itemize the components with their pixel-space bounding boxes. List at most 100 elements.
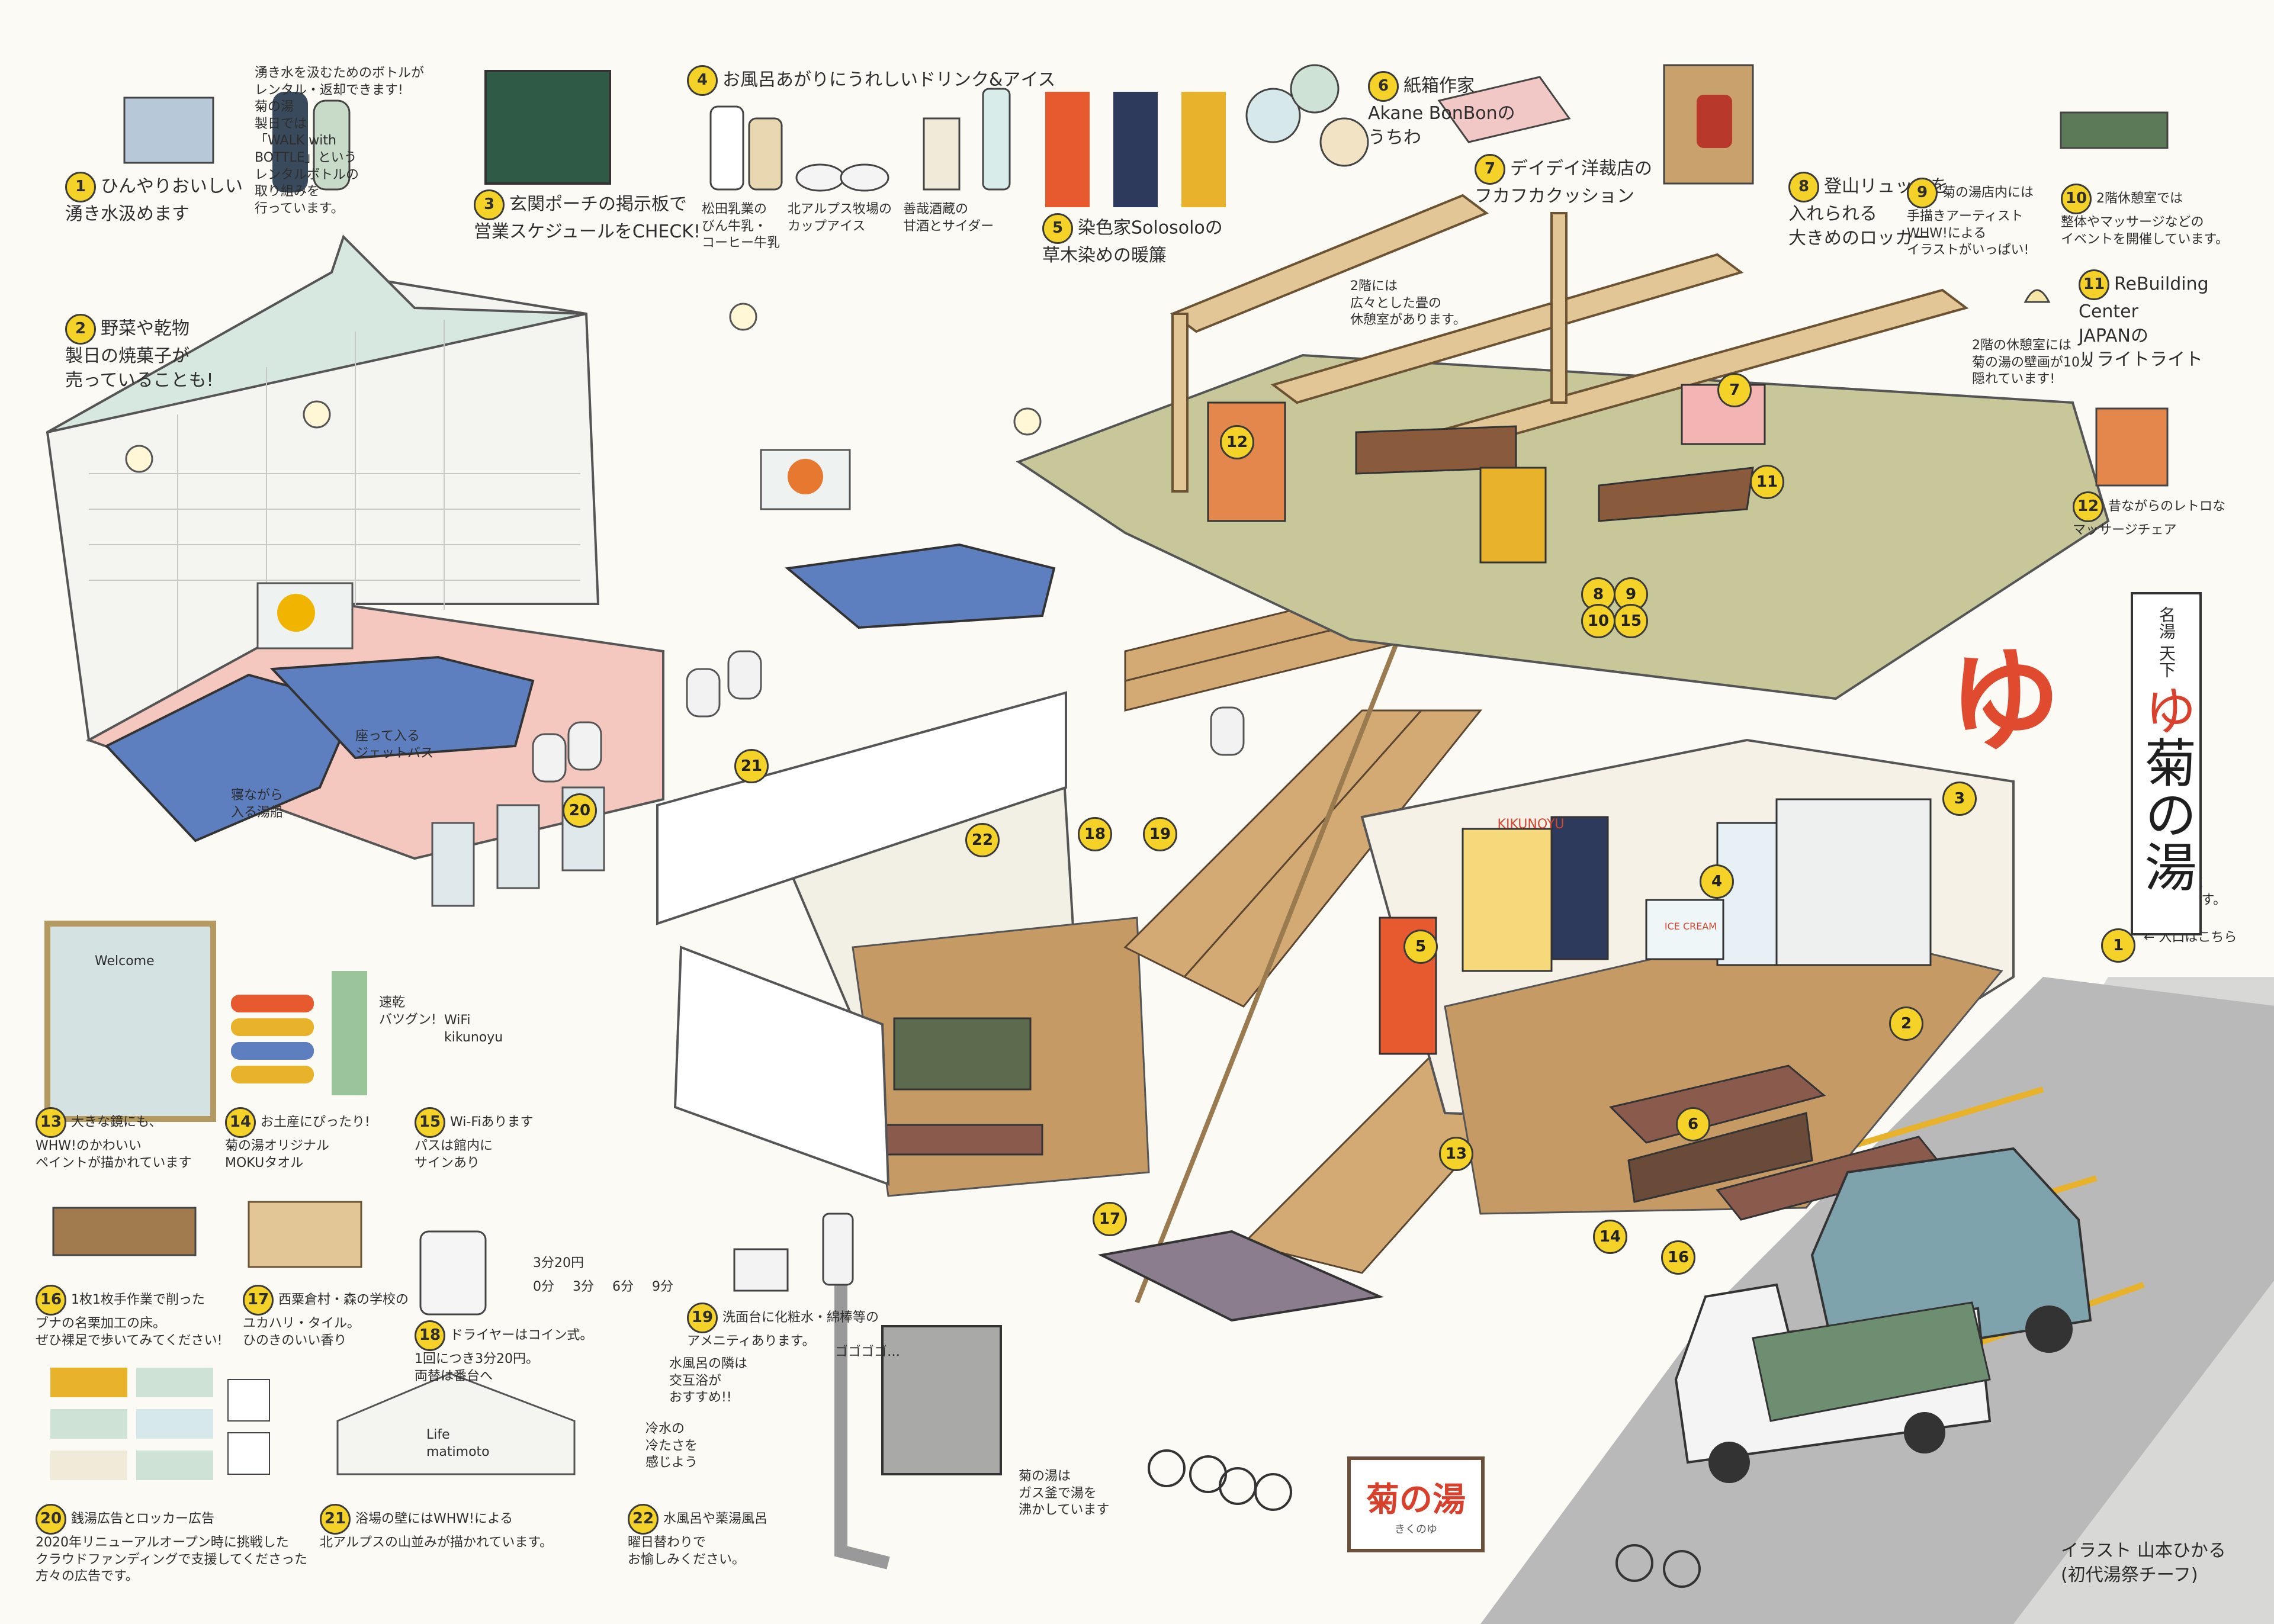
parking-line xyxy=(1823,1086,2044,1157)
note-text: 湧き水を汲むためのボトルが レンタル・返却できます! 菊の湯 製日では 「WAL… xyxy=(255,66,425,216)
note-text: 紙箱作家 Akane BonBonの うちわ xyxy=(1368,75,1515,148)
marker-5: 5 xyxy=(1403,930,1438,964)
note-number-badge: 18 xyxy=(415,1320,445,1351)
jet-bath-label: 座って入る ジェットバス xyxy=(355,729,434,761)
bath-hall-roof xyxy=(47,234,587,433)
dryer-time-scale: 0分 3分 6分 9分 xyxy=(533,1279,673,1296)
mountain-mural-illustration xyxy=(336,1372,576,1475)
dryer-time: 6分 xyxy=(612,1279,634,1294)
sign-yu-char: ゆ xyxy=(2136,683,2197,736)
roof-beams xyxy=(1170,194,1969,493)
note-text: 玄関ポーチの掲示板で 営業スケジュールをCHECK! xyxy=(474,194,701,243)
dryer-time: 3分 xyxy=(573,1279,594,1294)
note-number-badge: 21 xyxy=(320,1504,351,1535)
low-table xyxy=(1355,425,1517,475)
note-number-badge: 7 xyxy=(1475,154,1505,185)
note-number-badge: 6 xyxy=(1368,71,1399,102)
retro-massage-chair-illustration xyxy=(2095,407,2169,487)
rental-bottle-illustration xyxy=(313,99,351,191)
note-text: 水風呂や薬湯風呂 曜日替わりで お愉しみください。 xyxy=(628,1512,768,1567)
boiler-pipe xyxy=(834,1255,890,1570)
sign-tagline: 名湯 天下 xyxy=(2157,606,2176,678)
street-sign-sub: きくのゆ xyxy=(1395,1523,1437,1536)
note-number-badge: 11 xyxy=(2079,269,2109,300)
note-text: 大きな鏡にも、 WHW!のかわいい ペイントが描かれています xyxy=(36,1115,192,1170)
note-text: デイデイ洋裁店の フカフカクッション xyxy=(1475,158,1652,207)
mural-lettering: Life matimoto xyxy=(426,1427,490,1459)
wifi-sign: WiFi kikunoyu xyxy=(444,1013,503,1045)
marker-12: 12 xyxy=(1220,425,1254,459)
note-number-badge: 20 xyxy=(36,1504,66,1535)
sign-yu: ゆ xyxy=(2136,684,2197,736)
car-wheel xyxy=(2025,1305,2073,1353)
noren-yellow xyxy=(1479,467,1547,564)
lying-bath xyxy=(104,673,357,842)
note-text: 浴場の壁にはWHW!による 北アルプスの山並みが描かれています。 xyxy=(320,1512,553,1550)
note-number-badge: 15 xyxy=(415,1107,445,1138)
ice-cream-label: ICE CREAM xyxy=(1664,921,1717,932)
note-gas-boiler: 菊の湯は ガス釜で湯を 沸かしています xyxy=(1019,1468,1109,1519)
lobby-table xyxy=(1627,1112,1813,1203)
bicycles xyxy=(1148,1449,1701,1588)
note-number-badge: 1 xyxy=(65,172,96,202)
note-text: 2階休憩室では 整体やマッサージなどの イベントを開催しています。 xyxy=(2061,191,2229,247)
gas-boiler xyxy=(881,1325,1002,1475)
ice-cream-freezer xyxy=(1645,899,1724,960)
marker-15: 15 xyxy=(1614,604,1648,638)
front-desk xyxy=(1462,828,1553,972)
marker-22: 22 xyxy=(965,823,1000,857)
drinks-illustration xyxy=(709,88,1011,192)
mural-note: 2階の休憩室には 菊の湯の壁画が10人 隠れています! xyxy=(1972,338,2093,387)
note-text: 銭湯広告とロッカー広告 2020年リニューアルオープン時に挑戦した クラウドファ… xyxy=(36,1512,308,1584)
ad-panels-illustration xyxy=(50,1368,270,1480)
cushion-illustration xyxy=(1437,76,1571,143)
mirror-illustration xyxy=(44,921,216,1122)
note-4a: 松田乳業の びん牛乳・ コーヒー牛乳 xyxy=(702,201,780,252)
marker-1: 1 xyxy=(2101,928,2135,963)
marker-20: 20 xyxy=(563,793,597,828)
massage-table xyxy=(893,1017,1032,1091)
marker-16: 16 xyxy=(1661,1240,1695,1275)
note-number-badge: 13 xyxy=(36,1107,66,1138)
wall-tiles xyxy=(89,320,580,710)
divider-wall xyxy=(656,691,1067,925)
note-text: 菊の湯は ガス釜で湯を 沸かしています xyxy=(1019,1469,1110,1518)
ceiling-light xyxy=(729,303,757,331)
rear-bath xyxy=(785,543,1056,629)
kikunoyu-banner: KIKUNOYU xyxy=(1497,817,1565,832)
note-number-badge: 10 xyxy=(2061,184,2092,214)
boiler-sound: ゴゴゴゴ… xyxy=(835,1345,901,1359)
wash-mirrors xyxy=(532,650,1245,783)
coin-dryer-illustration xyxy=(419,1230,487,1316)
note-text: 北アルプス牧場の カップアイス xyxy=(788,202,892,234)
marker-3: 3 xyxy=(1942,782,1977,816)
note-text: 昔ながらのレトロな マッサージチェア xyxy=(2073,499,2226,538)
glass-entrance xyxy=(1775,798,1932,966)
upstairs-note: 2階には 広々とした畳の 休憩室があります。 xyxy=(1350,279,1466,328)
marker-10: 10 xyxy=(1581,604,1615,638)
note-number-badge: 9 xyxy=(1907,178,1938,208)
noren-samples-illustration xyxy=(1045,92,1226,207)
welcome-mirror-text: Welcome xyxy=(95,954,155,969)
note-number-badge: 2 xyxy=(65,314,96,345)
note-text: お土産にぴったり! 菊の湯オリジナル MOKUタオル xyxy=(225,1115,370,1170)
street-sign: 菊の湯 きくのゆ xyxy=(1347,1456,1485,1552)
lobby-bench xyxy=(1609,1065,1826,1144)
note-text: 1枚1枚手作業で削った ブナの名栗加工の床。 ぜひ裸足で歩いてみてください! xyxy=(36,1292,223,1348)
blackboard-illustration xyxy=(484,70,611,185)
floor-planing-illustration xyxy=(52,1207,197,1256)
